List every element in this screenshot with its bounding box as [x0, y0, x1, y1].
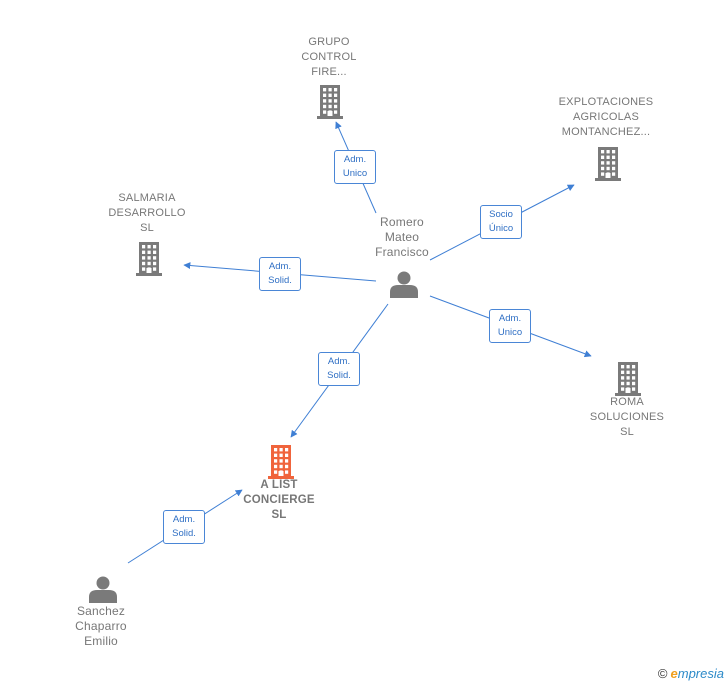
edge-label-line: Adm.: [172, 514, 196, 525]
node-label-line: Francisco: [375, 245, 429, 259]
node-label-explot[interactable]: EXPLOTACIONES AGRICOLAS MONTANCHEZ...: [541, 95, 671, 140]
edge-label-line: Adm.: [343, 154, 367, 165]
edge-label-line: Socio: [489, 209, 513, 220]
node-label-grupo[interactable]: GRUPO CONTROL FIRE...: [264, 35, 394, 80]
node-label-line: SOLUCIONES: [589, 411, 665, 423]
building-icon-alist[interactable]: [268, 445, 294, 479]
edge-label-line: Solid.: [268, 275, 292, 286]
building-icon-roma[interactable]: [615, 362, 641, 396]
edge-label-line: Adm.: [498, 313, 522, 324]
brand-name: mpresia: [677, 666, 724, 681]
footer-brand[interactable]: ©empresia: [658, 666, 724, 681]
edge-label-line: Solid.: [172, 528, 196, 539]
node-label-line: Sanchez: [76, 604, 126, 618]
node-label-line: SL: [271, 509, 287, 521]
node-label-line: Mateo: [384, 230, 420, 244]
person-icon-romero[interactable]: [390, 271, 418, 299]
node-label-line: FIRE...: [311, 66, 347, 78]
brand-initial: e: [670, 666, 678, 681]
edge-label-line: Adm.: [268, 261, 292, 272]
node-label-line: ROMA: [610, 396, 644, 408]
person-icon-sanchez[interactable]: [89, 576, 117, 604]
node-label-roma[interactable]: ROMA SOLUCIONES SL: [562, 395, 692, 440]
node-label-line: DESARROLLO: [108, 207, 186, 219]
node-label-line: CONTROL: [301, 51, 357, 63]
edge-label-romero-salmaria[interactable]: Adm. Solid.: [259, 257, 301, 291]
nodes-layer: [89, 85, 641, 603]
node-label-line: Romero: [380, 215, 424, 229]
node-label-line: MONTANCHEZ...: [561, 126, 651, 138]
node-label-salmaria[interactable]: SALMARIA DESARROLLO SL: [82, 191, 212, 236]
node-label-line: SL: [620, 426, 634, 438]
edge-label-line: Único: [488, 223, 514, 234]
edge-label-line: Adm.: [327, 356, 351, 367]
edge-label-romero-grupo[interactable]: Adm. Unico: [334, 150, 376, 184]
edge-label-romero-alist[interactable]: Adm. Solid.: [318, 352, 360, 386]
node-label-line: GRUPO: [308, 36, 350, 48]
edge-label-sanchez-alist[interactable]: Adm. Solid.: [163, 510, 205, 544]
node-label-line: AGRICOLAS: [573, 111, 639, 123]
node-label-line: Emilio: [84, 634, 118, 648]
edge-label-romero-roma[interactable]: Adm. Unico: [489, 309, 531, 343]
node-label-alist[interactable]: A LIST CONCIERGE SL: [214, 478, 344, 523]
node-label-line: CONCIERGE: [243, 494, 315, 506]
node-label-line: A LIST: [260, 479, 298, 491]
building-icon-explot[interactable]: [595, 147, 621, 181]
edge-label-line: Solid.: [327, 370, 351, 381]
node-label-line: SALMARIA: [118, 192, 176, 204]
edge-label-line: Unico: [342, 168, 368, 179]
building-icon-grupo[interactable]: [317, 85, 343, 119]
node-label-line: SL: [140, 222, 154, 234]
building-icon-salmaria[interactable]: [136, 242, 162, 276]
copyright-symbol: ©: [657, 666, 668, 681]
edge-label-line: Unico: [497, 327, 523, 338]
node-label-line: EXPLOTACIONES: [558, 96, 654, 108]
node-label-line: Chaparro: [75, 619, 127, 633]
